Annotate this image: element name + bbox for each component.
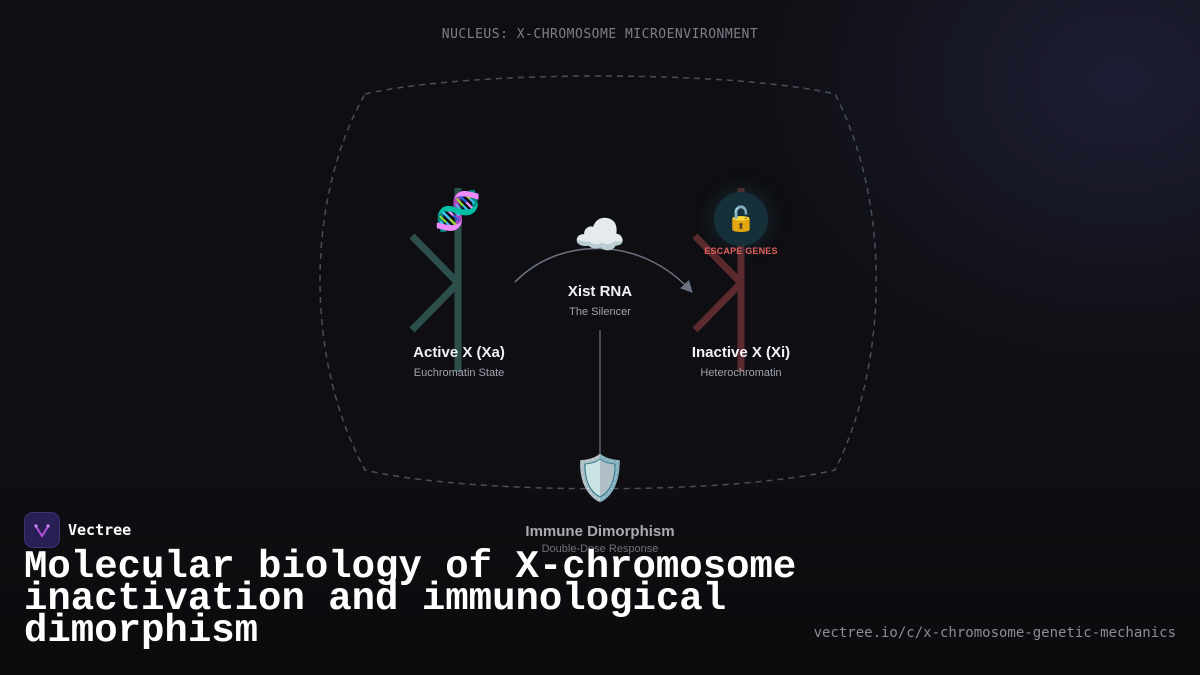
- unlocked-padlock-icon: 🔓: [726, 205, 756, 233]
- immune-label: Immune Dimorphism Double-Dose Response: [500, 523, 700, 555]
- escape-genes-label: ESCAPE GENES: [704, 246, 778, 256]
- active-x-subtitle: Euchromatin State: [413, 367, 505, 379]
- cloud-icon: ☁️: [573, 210, 627, 259]
- immune-title: Immune Dimorphism: [525, 523, 675, 540]
- active-x-label: Active X (Xa) Euchromatin State: [359, 344, 559, 379]
- shield-icon: 🛡️: [572, 453, 628, 504]
- inactive-x-label: Inactive X (Xi) Heterochromatin: [641, 344, 841, 379]
- inactive-x-title: Inactive X (Xi): [691, 344, 791, 361]
- inactive-x-subtitle: Heterochromatin: [700, 367, 782, 379]
- vectree-logo-icon: [24, 512, 60, 548]
- page-title: Molecular biology of X-chromosome inacti…: [24, 545, 797, 653]
- xist-arrow: [514, 247, 693, 293]
- brand[interactable]: Vectree: [24, 512, 131, 548]
- dna-icon: 🧬: [434, 189, 482, 233]
- active-x-chromosome: [409, 188, 462, 372]
- xist-title: Xist RNA: [567, 283, 633, 300]
- active-x-title: Active X (Xa): [413, 344, 505, 361]
- xist-label: Xist RNA The Silencer: [500, 283, 700, 318]
- xist-subtitle: The Silencer: [569, 306, 631, 318]
- source-url[interactable]: vectree.io/c/x-chromosome-genetic-mechan…: [813, 625, 1176, 641]
- brand-name: Vectree: [68, 521, 132, 539]
- immune-subtitle: Double-Dose Response: [541, 543, 659, 555]
- escape-genes-badge: 🔓: [714, 192, 768, 246]
- nucleus-boundary: [319, 75, 877, 490]
- nucleus-label: NUCLEUS: X-CHROMOSOME MICROENVIRONMENT: [441, 27, 759, 42]
